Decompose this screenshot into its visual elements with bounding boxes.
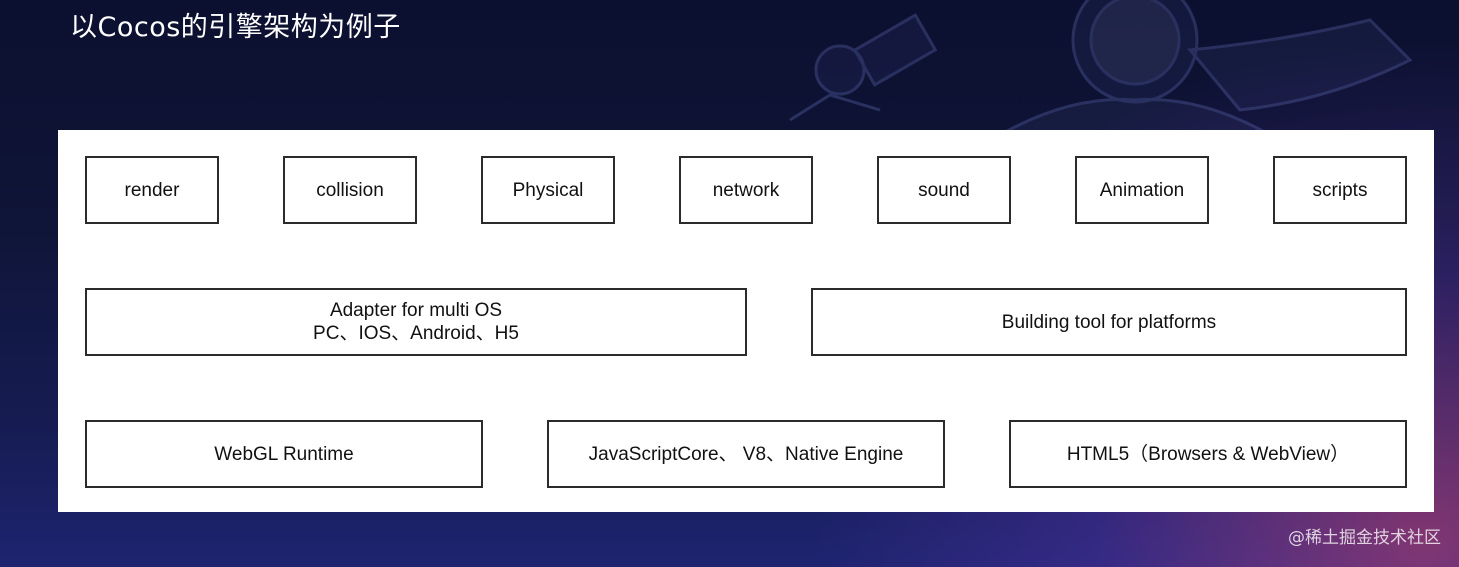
module-physical-label: Physical: [512, 179, 584, 201]
native-engine-label: JavaScriptCore、 V8、Native Engine: [588, 443, 904, 465]
astronaut-illustration: [789, 0, 1413, 135]
module-render-label: render: [124, 179, 180, 201]
native-engine-box: JavaScriptCore、 V8、Native Engine: [547, 420, 945, 488]
adapter-title: Adapter for multi OS: [329, 300, 503, 321]
module-collision-box: collision: [283, 156, 417, 224]
watermark: @稀土掘金技术社区: [1288, 528, 1441, 548]
module-scripts-box: scripts: [1273, 156, 1407, 224]
module-animation-label: Animation: [1099, 179, 1185, 201]
architecture-diagram-panel: render collision Physical network sound …: [58, 130, 1434, 512]
html5-box: HTML5（Browsers & WebView）: [1009, 420, 1407, 488]
module-network-box: network: [679, 156, 813, 224]
html5-label: HTML5（Browsers & WebView）: [1066, 443, 1350, 465]
adapter-box: Adapter for multi OS PC、IOS、Android、H5: [85, 288, 747, 356]
module-network-label: network: [712, 179, 780, 201]
webgl-runtime-box: WebGL Runtime: [85, 420, 483, 488]
module-sound-label: sound: [918, 179, 970, 201]
module-render-box: render: [85, 156, 219, 224]
webgl-runtime-label: WebGL Runtime: [214, 443, 354, 465]
adapter-platforms: PC、IOS、Android、H5: [313, 323, 519, 344]
slide-title: 以Cocos的引擎架构为例子: [70, 12, 401, 43]
module-collision-label: collision: [316, 179, 384, 201]
building-tool-label: Building tool for platforms: [1001, 311, 1217, 333]
module-physical-box: Physical: [481, 156, 615, 224]
module-animation-box: Animation: [1075, 156, 1209, 224]
module-scripts-label: scripts: [1312, 179, 1368, 201]
building-tool-box: Building tool for platforms: [811, 288, 1407, 356]
module-sound-box: sound: [877, 156, 1011, 224]
